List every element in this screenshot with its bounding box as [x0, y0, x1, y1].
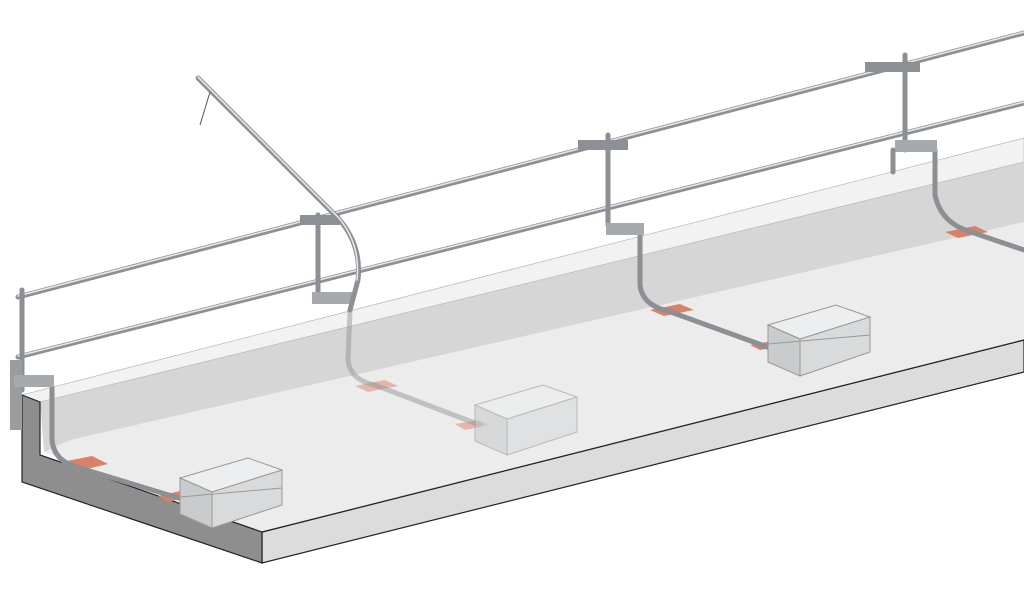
diagonal-pole — [195, 75, 362, 313]
support-tubes — [49, 147, 1024, 503]
guardrails — [15, 30, 1024, 360]
top-rail — [15, 30, 1024, 300]
post — [865, 52, 937, 175]
post — [578, 132, 644, 235]
ballast-block — [473, 384, 579, 456]
slab-floor — [44, 222, 1024, 532]
ballast-block — [178, 457, 284, 529]
parapet-inner-face — [40, 162, 1024, 452]
post — [10, 287, 54, 430]
post — [300, 212, 352, 304]
ballast-blocks — [178, 304, 872, 529]
mid-rail — [15, 100, 1024, 360]
slab-edge — [261, 339, 1024, 533]
ballast-block — [766, 304, 872, 377]
posts — [10, 52, 937, 430]
